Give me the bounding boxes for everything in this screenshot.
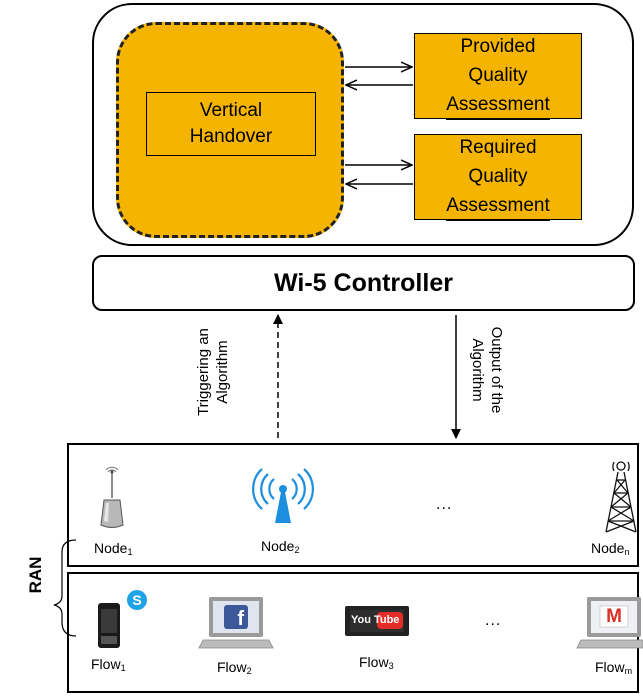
flows-ellipsis: ... [485, 612, 502, 629]
required-line2: Quality [468, 166, 528, 187]
provided-line2: Quality [468, 65, 528, 86]
node1-caption: Node1 [94, 540, 133, 557]
provided-quality-box: Provided Quality Assessment [414, 33, 582, 120]
skype-icon [127, 590, 147, 610]
handover-line1: Vertical [199, 100, 263, 121]
flow3-caption: Flow3 [359, 654, 394, 671]
nodes-ellipsis: ... [436, 496, 453, 513]
provided-line1: Provided [460, 36, 536, 57]
required-line3: Assessment [446, 191, 550, 221]
flow1-caption: Flow1 [91, 656, 126, 673]
handover-line2: Handover [189, 126, 273, 147]
youtube-icon [345, 606, 409, 636]
ran-bracket [53, 539, 77, 637]
node1-icon [100, 466, 124, 528]
laptop-facebook-icon [198, 597, 274, 649]
provided-line3: Assessment [446, 90, 550, 120]
ran-label: RAN [26, 556, 45, 594]
handover-module [116, 22, 344, 238]
facebook-letter: f [237, 608, 244, 630]
phone-icon [98, 603, 120, 648]
node2-caption: Node2 [261, 538, 300, 555]
laptop-gmail-icon [576, 597, 643, 649]
gmail-letter: M [606, 606, 622, 627]
noden-icon [605, 461, 637, 533]
required-line1: Required [459, 137, 537, 158]
skype-letter: S [132, 592, 142, 608]
flowm-caption: Flowm [595, 659, 633, 676]
node2-icon [252, 468, 314, 523]
controller-title: Wi-5 Controller [274, 268, 453, 297]
flow2-caption: Flow2 [217, 659, 252, 676]
nodes-box [67, 443, 639, 567]
noden-caption: Noden [591, 540, 630, 557]
required-quality-box: Required Quality Assessment [414, 134, 582, 221]
wi5-controller-bar: Wi-5 Controller [92, 255, 635, 311]
qa-arrows [345, 67, 413, 184]
vertical-handover-box: Vertical Handover [146, 92, 316, 156]
